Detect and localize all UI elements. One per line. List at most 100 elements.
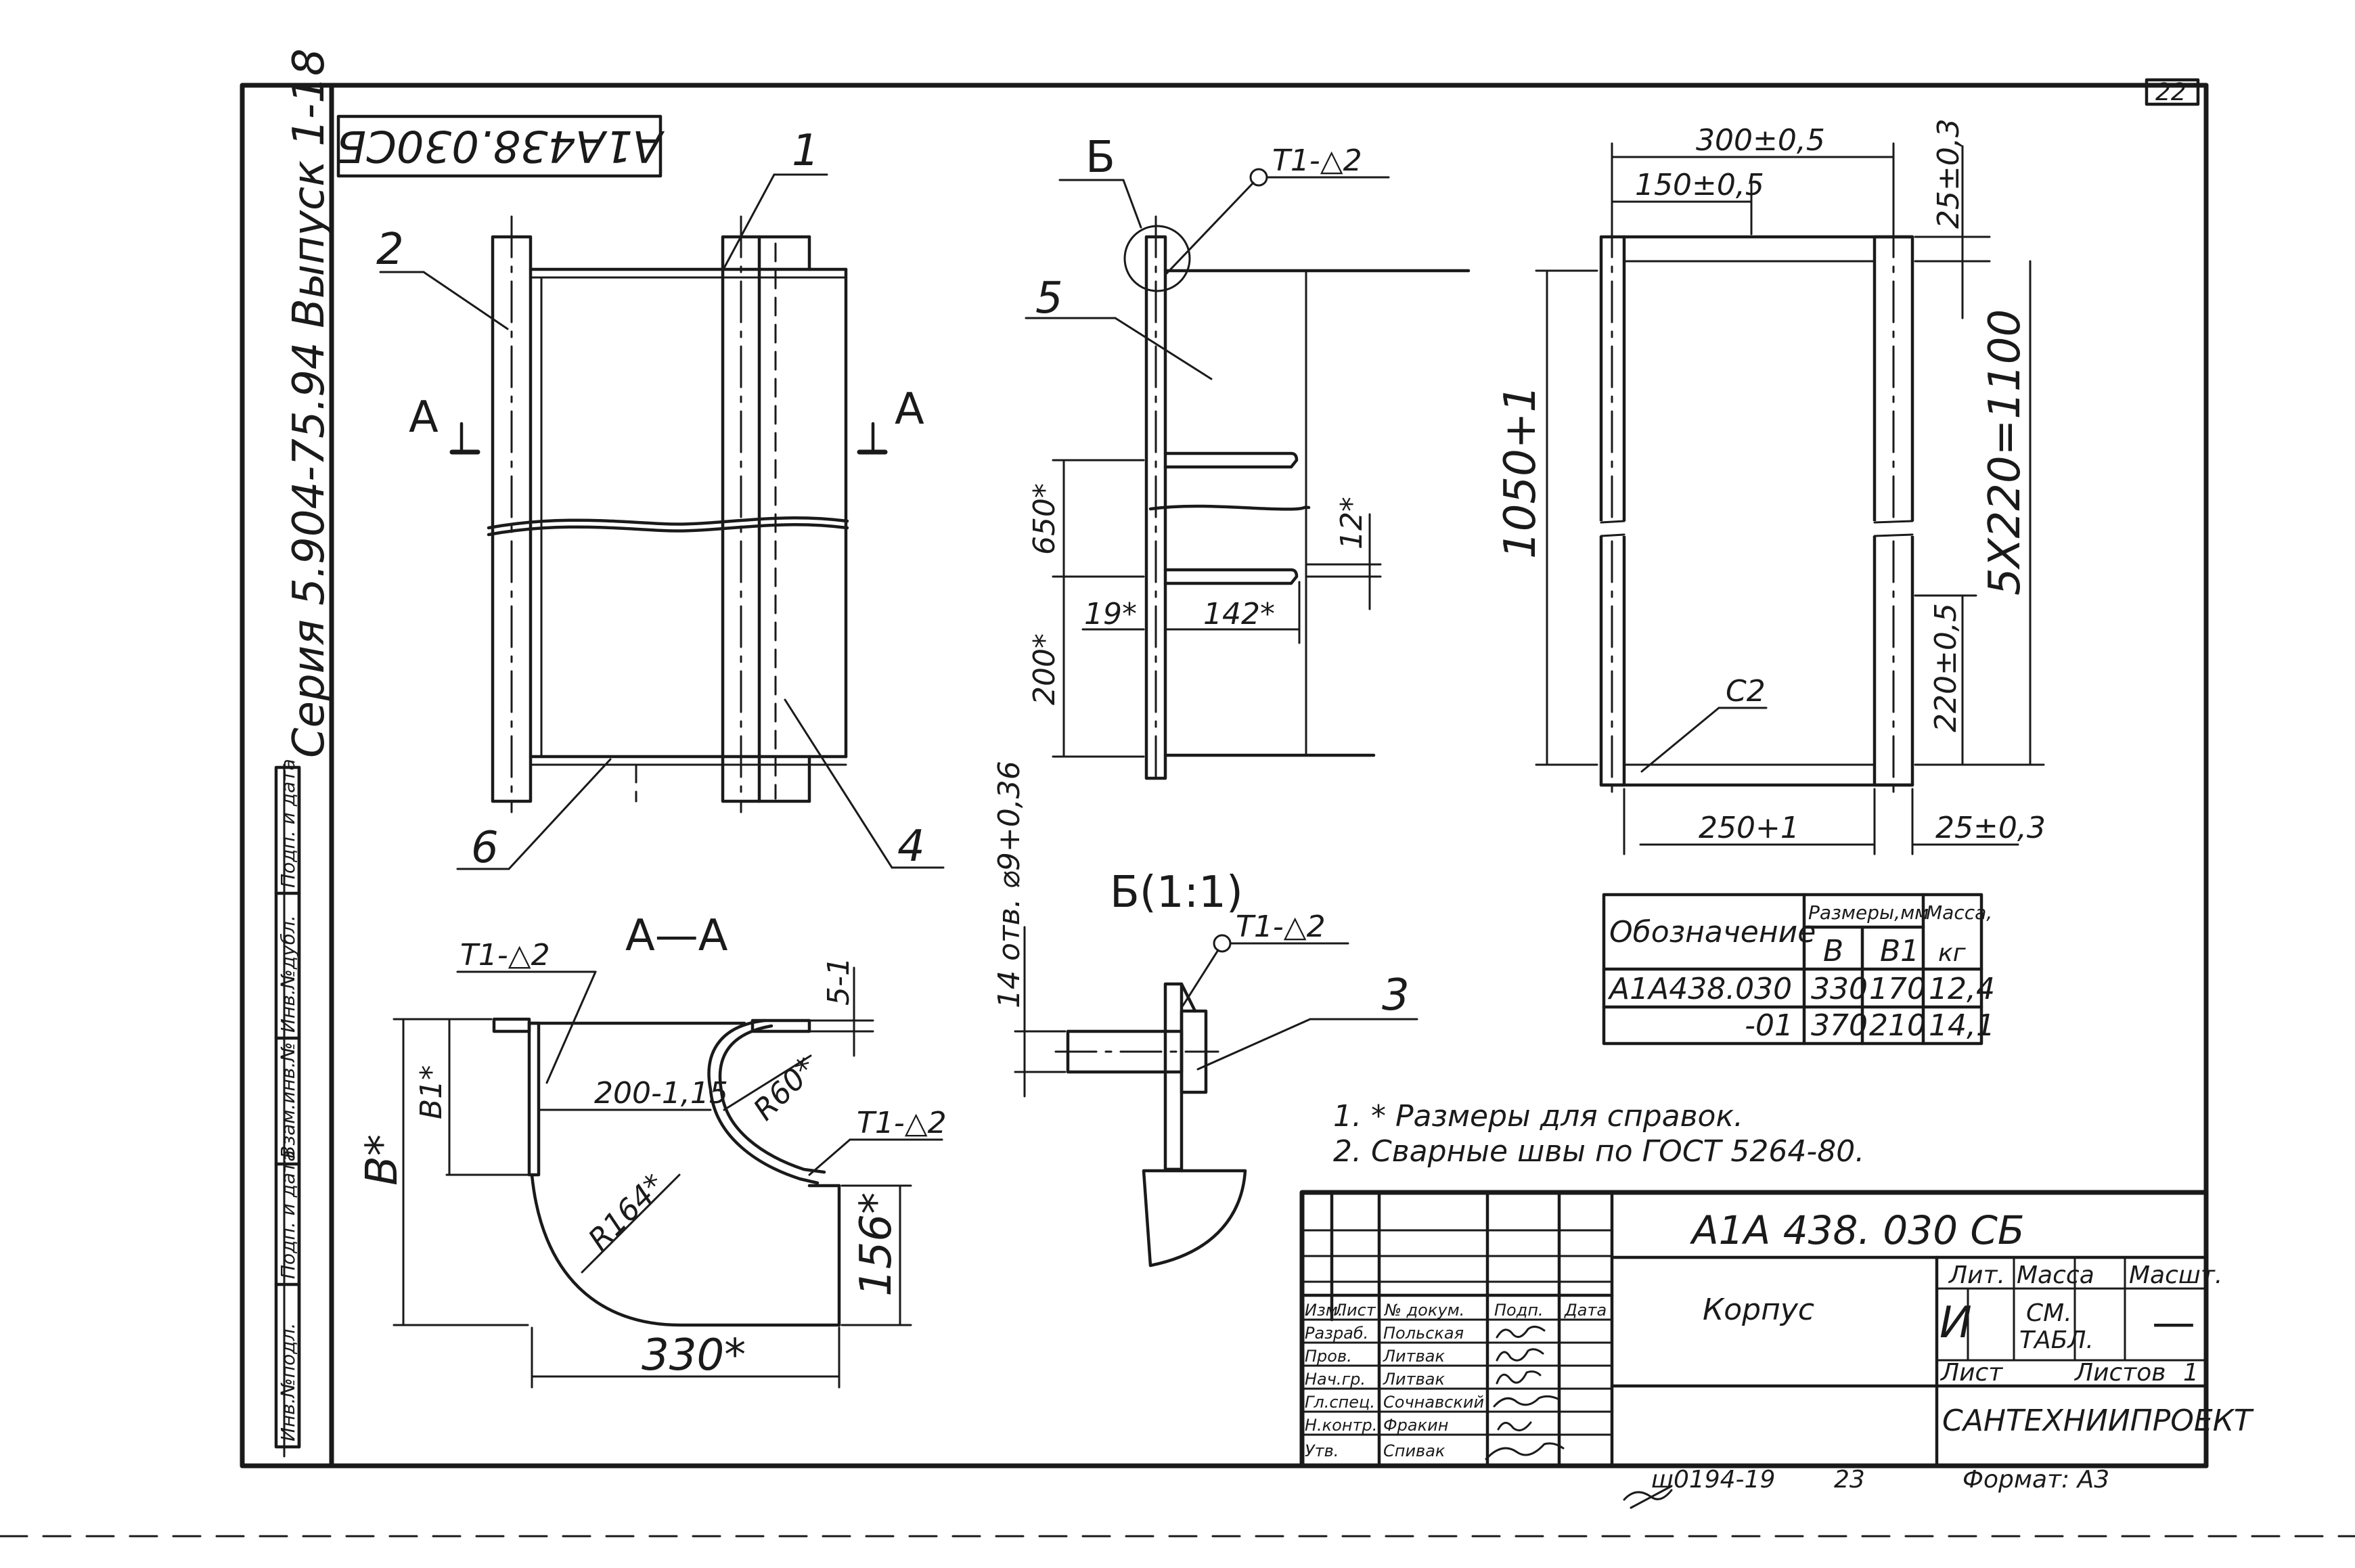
tb-doc-code: А1А 438. 030 СБ <box>1689 1207 2025 1253</box>
signature-row: Гл.спец. Сочнавский <box>1305 1393 1561 1412</box>
signature-row: Нач.гр. Литвак <box>1305 1370 1542 1389</box>
page-number: 22 <box>2155 79 2186 106</box>
dim-b: B* <box>357 1134 407 1186</box>
table-header-designation: Обозначение <box>1609 915 1816 949</box>
dim-300: 300±0,5 <box>1696 123 1825 158</box>
detail-b-title: Б(1:1) <box>1110 868 1243 918</box>
tb-organization: САНТЕХНИИПРОЕКТ <box>1942 1404 2254 1438</box>
spec-table: Обозначение Размеры,мм B B1 Масса, кг А1… <box>1602 893 1995 1046</box>
callout-5: 5 <box>1035 273 1063 323</box>
sig-name: Литвак <box>1383 1347 1445 1366</box>
tb-col-data: Дата <box>1564 1301 1607 1320</box>
table-header-b: B <box>1823 934 1843 968</box>
tb-scale-header: Масшт. <box>2129 1261 2222 1289</box>
sheet-frame: 22 А1А438.030СБ Серия 5.904-75.94 Выпуск… <box>240 48 2209 1469</box>
section-mark-right: А <box>895 384 924 434</box>
tb-lit-header: Лит. <box>1948 1261 2005 1289</box>
section-mark-left: А <box>409 393 439 443</box>
sig-role: Гл.спец. <box>1305 1393 1375 1412</box>
tb-lit-value: И <box>1939 1298 1972 1348</box>
callout-6: 6 <box>471 823 499 873</box>
stamp-code: А1А438.030СБ <box>336 120 665 171</box>
note-1: 1. * Размеры для справок. <box>1333 1099 1743 1134</box>
side-col-podp-data-1: Подп. и дата <box>277 1150 299 1279</box>
tb-sheets-value: 1 <box>2183 1359 2199 1387</box>
dim-19: 19* <box>1084 597 1137 631</box>
side-view: Б Т1-△2 5 650* 200* 12* 19* 142* <box>1025 133 1471 786</box>
dim-330: 330* <box>642 1330 746 1381</box>
side-col-podp-data-2: Подп. и дата <box>277 759 299 888</box>
sig-name: Литвак <box>1383 1370 1445 1389</box>
table-header-mass: Масса, <box>1926 901 1992 924</box>
row-designation: -01 <box>1745 1008 1793 1043</box>
tb-bottom-num: 23 <box>1834 1466 1865 1494</box>
dim-220: 220±0,5 <box>1929 603 1963 732</box>
tb-col-izm: Изм. <box>1305 1301 1343 1320</box>
detail-weld-mark: Т1-△2 <box>1236 910 1326 944</box>
signature-row: Утв. Спивак <box>1305 1441 1565 1460</box>
row-b: 330 <box>1811 972 1868 1006</box>
tb-bottom-code: ш0194-19 <box>1651 1466 1775 1494</box>
dim-200: 200* <box>1027 633 1062 705</box>
detail-mark-b: Б <box>1085 133 1115 183</box>
tb-format: Формат: А3 <box>1962 1466 2109 1494</box>
table-row: -01 370 210 14,1 <box>1745 1008 1995 1043</box>
detail-b: Б(1:1) 14 отв. ⌀9+0,36 Т1-△2 3 <box>992 761 1418 1268</box>
table-header-b1: B1 <box>1880 934 1919 968</box>
tb-scale-value: — <box>2152 1298 2195 1348</box>
tb-col-podp: Подп. <box>1494 1301 1544 1320</box>
row-designation: А1А438.030 <box>1607 972 1792 1006</box>
callout-1: 1 <box>792 126 820 176</box>
tb-sheets-label: Листов <box>2073 1359 2166 1387</box>
table-row: А1А438.030 330 170 12,4 <box>1607 972 1995 1006</box>
tb-name: Корпус <box>1703 1293 1814 1327</box>
section-weld-mark-2: Т1-△2 <box>857 1106 947 1140</box>
tb-sheet-label: Лист <box>1939 1359 2003 1387</box>
dim-5: 5-1 <box>822 957 856 1006</box>
dim-156: 156* <box>851 1192 901 1297</box>
dim-r164: R164* <box>582 1167 672 1257</box>
dim-b1: B1* <box>414 1065 449 1119</box>
signature-row: Пров. Литвак <box>1305 1347 1544 1366</box>
dim-25-bottom: 25±0,3 <box>1935 811 2046 845</box>
dim-12: 12* <box>1334 497 1369 550</box>
dim-150: 150±0,5 <box>1635 168 1764 202</box>
sig-name: Фракин <box>1383 1416 1448 1435</box>
row-mass: 12,4 <box>1929 972 1995 1006</box>
tb-mass-value-1: СМ. <box>2026 1299 2072 1327</box>
tb-mass-header: Масса <box>2017 1261 2094 1289</box>
side-col-inv-podl: Инв.№подл. <box>277 1323 299 1441</box>
row-b: 370 <box>1811 1008 1868 1043</box>
main-view: А А 1 2 4 6 <box>376 126 945 873</box>
callout-4: 4 <box>897 822 925 872</box>
row-b1: 170 <box>1869 972 1926 1006</box>
sig-role: Нач.гр. <box>1305 1370 1366 1389</box>
side-col-inv-dubl: Инв.№дубл. <box>277 915 299 1033</box>
signature-row: Н.контр. Фракин <box>1305 1416 1532 1435</box>
note-2: 2. Сварные швы по ГОСТ 5264-80. <box>1333 1134 1864 1169</box>
section-weld-mark-1: Т1-△2 <box>460 938 550 972</box>
dim-142: 142* <box>1203 597 1275 631</box>
sig-role: Утв. <box>1305 1441 1339 1460</box>
section-aa: А—А B* B1* 200-1,15 R60* R164* 5-1 <box>357 911 947 1389</box>
dim-1050: 1050+1 <box>1496 385 1546 559</box>
row-mass: 14,1 <box>1929 1008 1995 1043</box>
dim-25-top: 25±0,3 <box>1931 118 1966 229</box>
table-header-mass-unit: кг <box>1938 939 1967 967</box>
sig-name: Польская <box>1383 1324 1464 1343</box>
frame-view: 300±0,5 150±0,5 25±0,3 1050+1 5Х220=1100… <box>1496 118 2046 855</box>
sig-role: Разраб. <box>1305 1324 1368 1343</box>
side-col-vzam-inv: Взам.инв.№ <box>277 1042 299 1159</box>
sig-name: Спивак <box>1383 1441 1445 1460</box>
notes: 1. * Размеры для справок. 2. Сварные швы… <box>1333 1099 1864 1169</box>
tb-col-list: Лист <box>1334 1301 1376 1320</box>
series-label: Серия 5.904-75.94 Выпуск 1-18 <box>284 48 334 758</box>
sig-name: Сочнавский <box>1383 1393 1484 1412</box>
chamfer-c2: С2 <box>1726 674 1766 709</box>
dim-650: 650* <box>1027 483 1062 555</box>
side-weld-mark: Т1-△2 <box>1272 143 1362 178</box>
dim-250: 250+1 <box>1699 811 1799 845</box>
holes-label: 14 отв. ⌀9+0,36 <box>992 761 1027 1008</box>
tb-col-doc: № докум. <box>1383 1301 1464 1320</box>
